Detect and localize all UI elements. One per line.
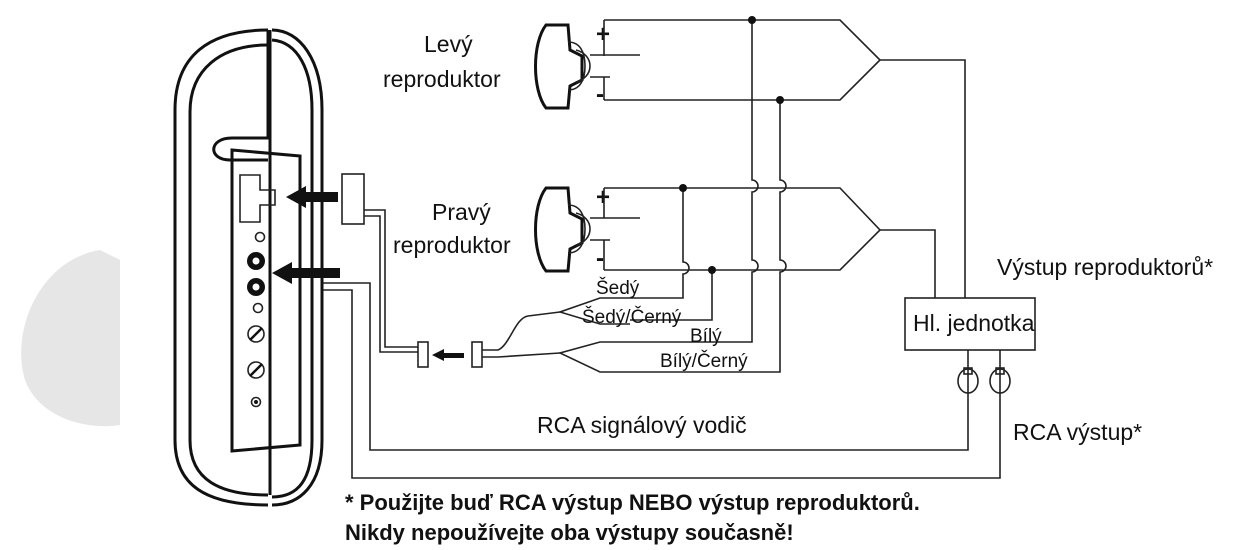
right-speaker-label-line1: Pravý bbox=[432, 199, 491, 225]
speaker-output-label: Výstup reproduktorů* bbox=[997, 254, 1213, 280]
wire-label-gray: Šedý bbox=[596, 277, 640, 299]
watermark-shape bbox=[21, 250, 120, 427]
right-speaker bbox=[534, 186, 640, 273]
warning-note-line2: Nikdy nepoužívejte oba výstupy současně! bbox=[345, 520, 794, 545]
monitor-device bbox=[173, 28, 324, 507]
right-minus-sign: - bbox=[596, 245, 604, 272]
right-speaker-label-line2: reproduktor bbox=[393, 232, 511, 258]
wire-label-white-black: Bílý/Černý bbox=[660, 350, 748, 372]
connector-arrows bbox=[272, 186, 464, 361]
speaker-wiring bbox=[557, 16, 966, 373]
left-speaker bbox=[534, 23, 640, 110]
left-speaker-label-line2: reproduktor bbox=[383, 66, 501, 92]
warning-note-line1: * Použijte buď RCA výstup NEBO výstup re… bbox=[345, 490, 920, 515]
rca-connectors bbox=[957, 350, 1011, 395]
wire-label-white: Bílý bbox=[690, 326, 722, 347]
left-minus-sign: - bbox=[596, 81, 604, 108]
left-speaker-label-line1: Levý bbox=[424, 31, 473, 57]
inline-connector-right bbox=[471, 341, 483, 368]
rca-output-label: RCA výstup* bbox=[1013, 419, 1142, 445]
power-plug bbox=[341, 173, 365, 225]
head-unit-box bbox=[904, 297, 1036, 351]
inline-connector-left bbox=[417, 341, 429, 368]
right-plus-sign: + bbox=[596, 184, 610, 211]
wire-label-gray-black: Šedý/Černý bbox=[582, 306, 682, 328]
left-plus-sign: + bbox=[596, 21, 610, 48]
head-unit-label: Hl. jednotka bbox=[913, 310, 1035, 336]
rca-cable-label: RCA signálový vodič bbox=[537, 412, 747, 438]
